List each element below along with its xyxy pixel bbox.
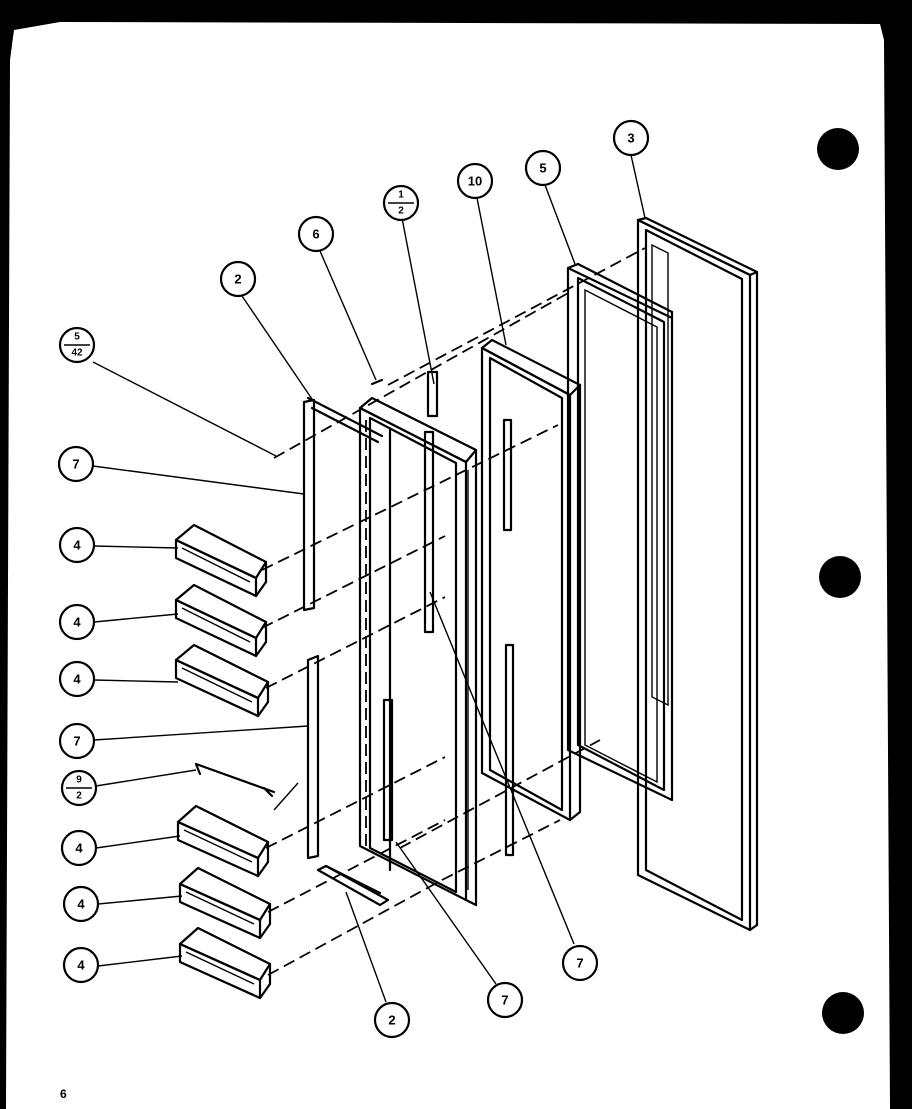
assembly-guide-lines xyxy=(261,247,646,976)
leader-lines xyxy=(92,154,646,1003)
door-shelf-4 xyxy=(176,804,270,878)
svg-text:9: 9 xyxy=(76,775,82,786)
svg-text:2: 2 xyxy=(398,206,404,217)
callout-7-b: 7 xyxy=(58,722,96,760)
svg-text:4: 4 xyxy=(77,897,85,912)
callout-9-2: 9 2 xyxy=(60,769,98,807)
svg-text:6: 6 xyxy=(312,227,319,242)
inner-door-liner xyxy=(358,396,478,907)
svg-text:5: 5 xyxy=(539,161,546,176)
callout-4-f: 4 xyxy=(62,946,100,984)
svg-text:4: 4 xyxy=(73,538,81,553)
svg-text:5: 5 xyxy=(74,332,80,343)
svg-text:4: 4 xyxy=(77,958,85,973)
callout-4-e: 4 xyxy=(62,885,100,923)
door-shelf-1 xyxy=(174,523,268,598)
callout-3: 3 xyxy=(612,119,650,157)
svg-text:7: 7 xyxy=(501,993,508,1008)
callout-4-b: 4 xyxy=(58,603,96,641)
svg-text:3: 3 xyxy=(627,131,634,146)
door-gasket xyxy=(566,262,674,802)
shelf-clip xyxy=(194,762,299,811)
callout-2-bottom: 2 xyxy=(373,1001,411,1039)
svg-text:1: 1 xyxy=(398,190,404,201)
page-number: 6 xyxy=(60,1087,67,1101)
door-shelf-3 xyxy=(174,643,270,718)
svg-text:42: 42 xyxy=(71,348,83,359)
paper-sheet xyxy=(6,22,890,1109)
svg-text:4: 4 xyxy=(73,672,81,687)
svg-text:7: 7 xyxy=(73,734,80,749)
callout-1-2: 1 2 xyxy=(382,184,420,222)
callout-6: 6 xyxy=(297,215,335,253)
callout-7-a: 7 xyxy=(57,445,95,483)
left-shelf-rail-upper xyxy=(302,396,384,612)
binder-hole-top xyxy=(817,128,859,170)
callout-4-a: 4 xyxy=(58,526,96,564)
callout-5-42: 5 42 xyxy=(58,326,96,364)
door-liner-frame xyxy=(480,338,582,857)
door-shelf-2 xyxy=(174,583,268,658)
svg-text:7: 7 xyxy=(576,956,583,971)
callout-7-d: 7 xyxy=(561,944,599,982)
svg-text:7: 7 xyxy=(72,457,79,472)
callout-7-c: 7 xyxy=(486,981,524,1019)
binder-hole-middle xyxy=(819,556,861,598)
svg-text:4: 4 xyxy=(73,615,81,630)
binder-hole-bottom xyxy=(822,992,864,1034)
svg-text:2: 2 xyxy=(388,1013,395,1028)
bottom-trim-strip xyxy=(316,864,390,907)
callout-10: 10 xyxy=(456,162,494,200)
left-shelf-rail-lower xyxy=(306,654,320,860)
callout-4-c: 4 xyxy=(58,660,96,698)
callout-2-top: 2 xyxy=(219,260,257,298)
svg-text:2: 2 xyxy=(234,272,241,287)
outer-door-panel xyxy=(636,216,759,932)
callout-4-d: 4 xyxy=(60,829,98,867)
svg-text:4: 4 xyxy=(75,841,83,856)
svg-text:2: 2 xyxy=(76,791,82,802)
callout-5: 5 xyxy=(524,149,562,187)
door-stop-top xyxy=(370,370,439,418)
svg-text:10: 10 xyxy=(468,174,482,189)
